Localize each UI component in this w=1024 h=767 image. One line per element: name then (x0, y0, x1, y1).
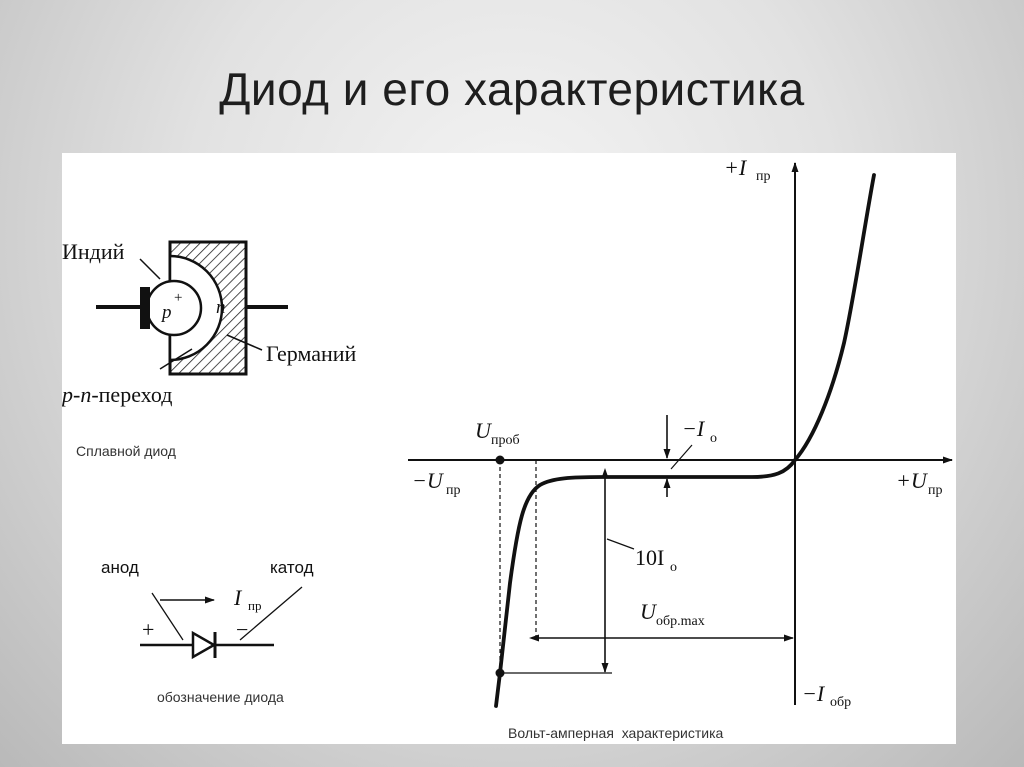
germanium-label: Германий (266, 341, 357, 366)
n-region-label: n (216, 297, 226, 318)
diode-symbol-caption: обозначение диода (157, 689, 284, 705)
plus-sign: + (142, 617, 154, 642)
max-reverse-label: U (640, 599, 658, 624)
anode-pointer (151, 592, 184, 641)
junction-label: p-n-переход (62, 382, 172, 407)
iv-characteristic: +I пр +U пр −U пр −I обр U проб −I о 10I… (408, 155, 953, 741)
max-reverse-sub: обр.max (656, 614, 705, 629)
junction-pointer (159, 348, 193, 370)
neg-current-label: −I (802, 681, 826, 706)
current-label: I (233, 585, 243, 610)
iv-curve (494, 173, 876, 708)
neg-voltage-label: −U (412, 468, 445, 493)
neg-current-sub: обр (830, 695, 851, 710)
max-current-point (495, 668, 505, 678)
diode-triangle (191, 630, 217, 660)
indium-pointer (139, 258, 161, 280)
slide-title: Диод и его характеристика (219, 63, 805, 115)
alloy-diode-caption: Сплавной диод (76, 443, 176, 459)
plus-label: + (174, 290, 182, 306)
pos-voltage-sub: пр (928, 483, 943, 498)
neg-voltage-sub: пр (446, 483, 461, 498)
reverse-current-leader (670, 444, 693, 470)
pos-current-label: +I (724, 155, 748, 180)
germanium-pointer (226, 334, 263, 351)
current-sub-label: пр (248, 598, 261, 613)
cathode-label: катод (270, 558, 314, 577)
anode-label: анод (101, 558, 139, 577)
ten-current-label: 10I (635, 545, 664, 570)
diagram-canvas: Индий Германий p + n p-n-переход Сплавно… (62, 155, 953, 741)
breakdown-point (495, 455, 505, 465)
cathode-pointer (239, 586, 303, 641)
ten-current-leader (606, 538, 635, 550)
diode-symbol: анод катод I пр + − обозначение диода (101, 558, 314, 705)
content-panel: Индий Германий p + n p-n-переход Сплавно… (62, 153, 956, 744)
ten-current-sub: о (670, 560, 677, 575)
alloy-diode-drawing: Индий Германий p + n p-n-переход Сплавно… (62, 239, 357, 459)
p-region-label: p (160, 302, 172, 323)
breakdown-label: U (475, 418, 493, 443)
reverse-current-label: −I (682, 416, 706, 441)
reverse-current-sub: о (710, 431, 717, 446)
iv-caption: Вольт-амперная характеристика (508, 725, 723, 741)
indium-label: Индий (62, 239, 125, 264)
minus-sign: − (236, 617, 248, 642)
breakdown-sub: проб (491, 433, 520, 448)
pos-current-sub: пр (756, 169, 771, 184)
indium-contact (140, 287, 150, 329)
pos-voltage-label: +U (896, 468, 929, 493)
